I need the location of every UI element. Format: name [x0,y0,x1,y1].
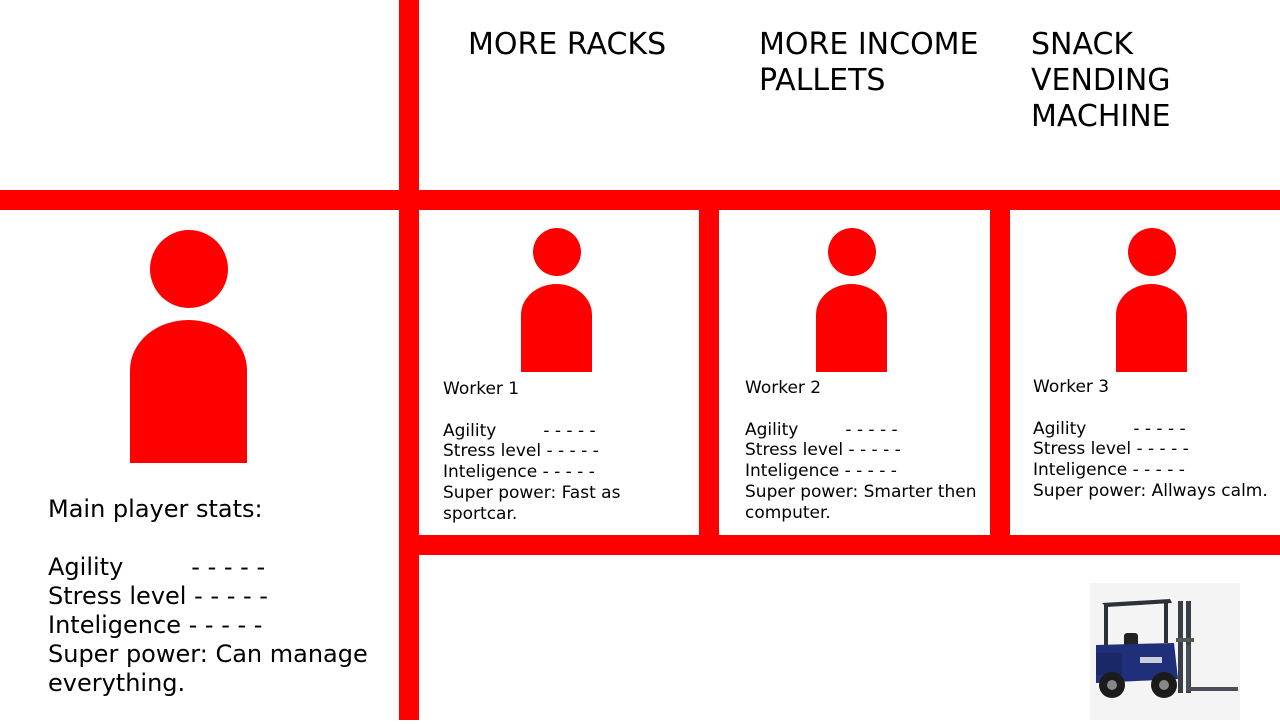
worker-1-agility: Agility- - - - - [443,420,596,441]
worker-1-name: Worker 1 [443,379,520,399]
worker-1-card[interactable]: Worker 1 Agility- - - - - Stress level -… [443,379,693,524]
worker-3-super-power: Super power: Allways calm. [1033,480,1268,501]
worker-2-name: Worker 2 [745,378,822,398]
worker-2-intelligence: Inteligence - - - - - [745,461,897,482]
worker-3-head [1128,228,1176,276]
upgrade-snack-vending-machine[interactable]: SNACK VENDING MACHINE [1031,27,1171,134]
main-stat-stress: Stress level - - - - - [48,581,268,610]
worker-2-card[interactable]: Worker 2 Agility- - - - - Stress level -… [745,378,995,523]
main-stat-agility: Agility- - - - - [48,552,266,581]
upgrade-more-racks[interactable]: MORE RACKS [468,27,667,62]
worker-3-body [1116,284,1187,372]
worker-2-super-power: Super power: Smarter then computer. [745,481,977,523]
worker-3-stress: Stress level - - - - - [1033,439,1189,460]
worker-3-name: Worker 3 [1033,377,1110,397]
worker-1-body [521,284,592,372]
worker-3-agility: Agility- - - - - [1033,418,1186,439]
worker-2-agility: Agility- - - - - [745,419,898,440]
main-player-head [150,230,228,308]
divider-worker-2-3 [990,210,1010,535]
main-player-title: Main player stats: [48,495,263,523]
worker-2-head [828,228,876,276]
upgrade-more-income-pallets[interactable]: MORE INCOME PALLETS [759,27,979,98]
worker-1-stress: Stress level - - - - - [443,441,599,462]
worker-1-head [533,228,581,276]
worker-3-intelligence: Inteligence - - - - - [1033,460,1185,481]
worker-1-intelligence: Inteligence - - - - - [443,462,595,483]
worker-2-stress: Stress level - - - - - [745,440,901,461]
main-stat-super-power: Super power: Can manage everything. [48,639,368,697]
divider-vertical-main [399,0,419,720]
forklift-image[interactable] [1090,583,1240,720]
main-stat-intelligence: Inteligence - - - - - [48,610,263,639]
main-player-stats: Main player stats: Agility- - - - - Stre… [48,495,388,697]
worker-2-body [816,284,887,372]
forklift-icon [1096,599,1238,698]
divider-horizontal-top [0,190,1280,210]
worker-1-super-power: Super power: Fast as sportcar. [443,482,621,524]
divider-horizontal-bottom [399,535,1280,555]
main-player-body [130,320,247,463]
divider-worker-1-2 [699,210,719,535]
worker-3-card[interactable]: Worker 3 Agility- - - - - Stress level -… [1033,377,1278,502]
